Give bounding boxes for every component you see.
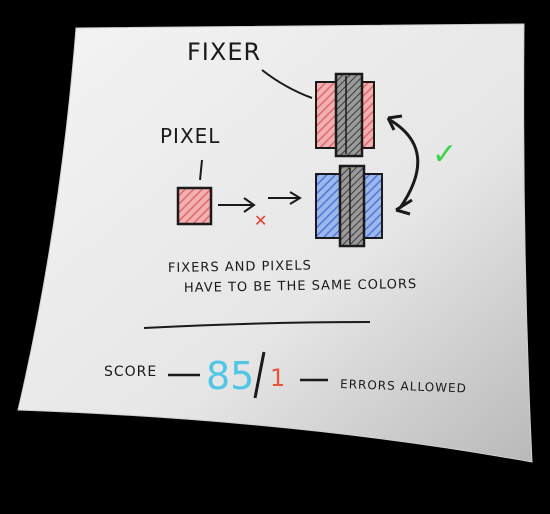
errors-label: ERRORS ALLOWED bbox=[340, 377, 467, 395]
rule-line-1: FIXERS AND PIXELS bbox=[168, 258, 312, 276]
cross-icon: ✕ bbox=[254, 211, 267, 230]
fixer-label: FIXER bbox=[187, 38, 261, 66]
fixer-leader-line bbox=[261, 69, 313, 99]
check-icon: ✓ bbox=[432, 137, 457, 172]
red-pixel-icon bbox=[176, 186, 213, 226]
rule-line-2: HAVE TO BE THE SAME COLORS bbox=[184, 277, 417, 296]
swap-arrow-icon bbox=[386, 114, 420, 216]
pixel-label: PIXEL bbox=[160, 124, 220, 148]
score-label: SCORE bbox=[104, 364, 157, 380]
red-fixer-icon bbox=[315, 72, 375, 158]
arrow-icon bbox=[218, 191, 302, 213]
score-slash bbox=[253, 351, 266, 399]
score-value: 85 bbox=[206, 354, 254, 398]
divider bbox=[143, 321, 371, 329]
errors-value: 1 bbox=[270, 364, 285, 392]
paper-sheet bbox=[17, 23, 533, 463]
blue-fixer-icon bbox=[315, 164, 383, 248]
pixel-leader-line bbox=[199, 159, 203, 181]
